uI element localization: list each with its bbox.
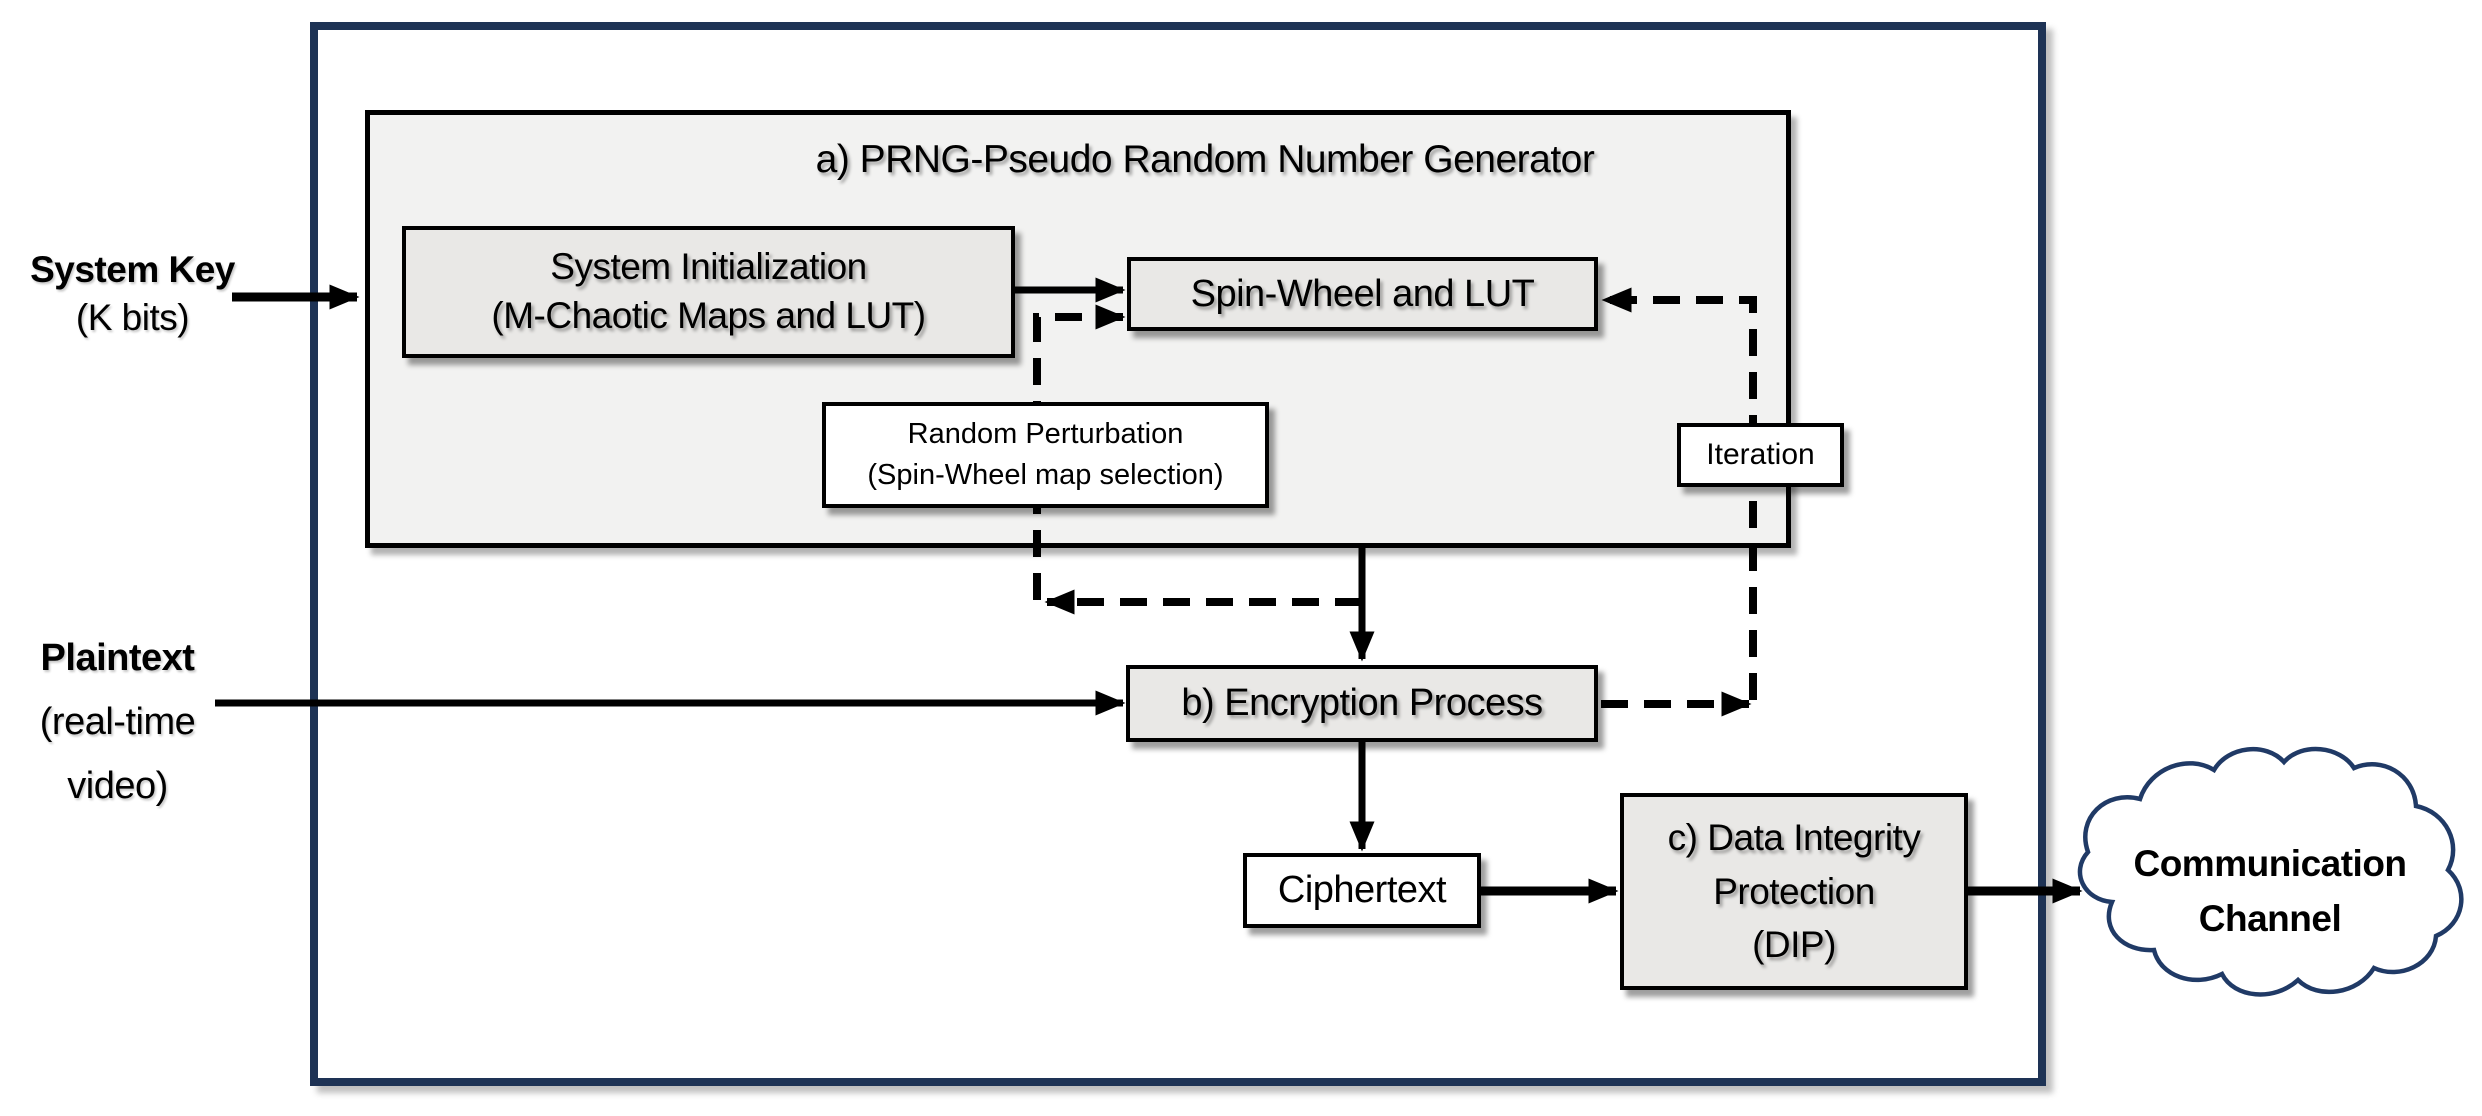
prng-title: a) PRNG-Pseudo Random Number Generator	[815, 138, 1595, 181]
plaintext-title: Plaintext	[40, 637, 195, 679]
random-perturbation-line2: (Spin-Wheel map selection)	[867, 459, 1224, 491]
system-key-subtitle: (K bits)	[75, 297, 190, 338]
system-initialization-line1: System Initialization	[550, 246, 867, 288]
system-key-label: System Key (K bits)	[5, 246, 260, 342]
system-initialization-box: System Initialization (M-Chaotic Maps an…	[402, 226, 1015, 358]
iteration-label: Iteration	[1706, 438, 1815, 471]
random-perturbation-box: Random Perturbation (Spin-Wheel map sele…	[822, 402, 1269, 508]
plaintext-line2: video)	[67, 765, 168, 807]
spin-wheel-box: Spin-Wheel and LUT	[1127, 257, 1598, 331]
plaintext-label: Plaintext (real-time video)	[10, 626, 225, 818]
random-perturbation-line1: Random Perturbation	[907, 417, 1184, 450]
dashed-iteration-to-spinwheel	[1601, 287, 1757, 700]
data-integrity-protection-box: c) Data Integrity Protection (DIP)	[1620, 793, 1968, 990]
system-key-title: System Key	[30, 249, 235, 290]
encryption-process-box: b) Encryption Process	[1126, 665, 1598, 742]
communication-channel-label: Communication Channel	[2090, 836, 2450, 946]
spin-wheel-label: Spin-Wheel and LUT	[1190, 272, 1535, 315]
outer-system-frame	[310, 22, 2046, 1086]
cloud-line1: Communication	[2133, 843, 2407, 884]
ciphertext-box: Ciphertext	[1243, 853, 1481, 928]
dip-line3: (DIP)	[1752, 924, 1836, 966]
cloud-line2: Channel	[2198, 898, 2342, 939]
dip-line2: Protection	[1713, 870, 1875, 912]
encryption-process-label: b) Encryption Process	[1181, 682, 1543, 724]
plaintext-line1: (real-time	[39, 701, 196, 743]
iteration-box: Iteration	[1677, 423, 1844, 487]
ciphertext-label: Ciphertext	[1277, 869, 1447, 911]
system-initialization-line2: (M-Chaotic Maps and LUT)	[491, 295, 926, 336]
communication-cloud-shape	[2077, 746, 2464, 997]
dip-line1: c) Data Integrity	[1667, 817, 1921, 859]
